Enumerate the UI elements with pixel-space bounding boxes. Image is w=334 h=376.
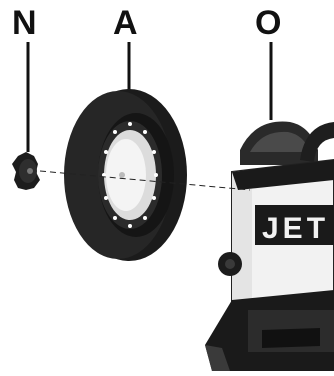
grinder-housing: JET <box>205 122 334 371</box>
callout-label-n: N <box>12 6 37 40</box>
callout-label-o: O <box>255 6 281 40</box>
brand-text: JET <box>262 212 329 245</box>
retaining-nut <box>12 152 40 190</box>
wheel-center-bore <box>119 172 125 178</box>
callout-label-a: A <box>113 6 138 40</box>
